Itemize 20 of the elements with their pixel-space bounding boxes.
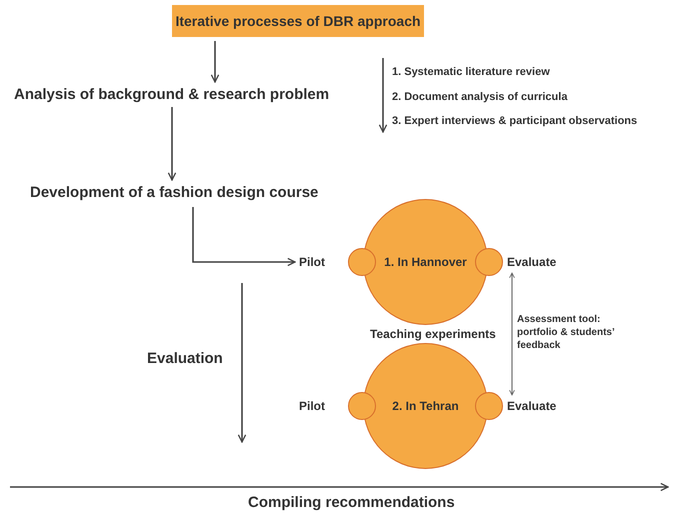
phase-label: Evaluation	[147, 350, 223, 367]
circle-title: 1. In Hannover	[384, 255, 467, 269]
phase-text: Pilot	[299, 255, 325, 269]
axis-label: Compiling recommendations	[248, 494, 455, 511]
list-item: 1. Systematic literature review	[392, 66, 550, 78]
small-circle	[475, 248, 503, 276]
phase-text: Evaluate	[507, 255, 556, 269]
small-circle	[348, 248, 376, 276]
step-text: Development of a fashion design course	[30, 184, 318, 201]
step-text: Analysis of background & research problem	[14, 86, 330, 103]
note-text: Teaching experiments	[370, 327, 496, 341]
title-box: Iterative processes of DBR approach	[172, 5, 424, 37]
small-circle	[348, 392, 376, 420]
edge-label: Assessment tool: portfolio & students’ feedback	[517, 313, 616, 352]
circle-title: 2. In Tehran	[392, 399, 459, 413]
list-item: 2. Document analysis of curricula	[392, 91, 568, 103]
list-item: 3. Expert interviews & participant observations	[392, 115, 638, 127]
phase-text: Pilot	[299, 399, 325, 413]
phase-text: Evaluate	[507, 399, 556, 413]
small-circle	[475, 392, 503, 420]
